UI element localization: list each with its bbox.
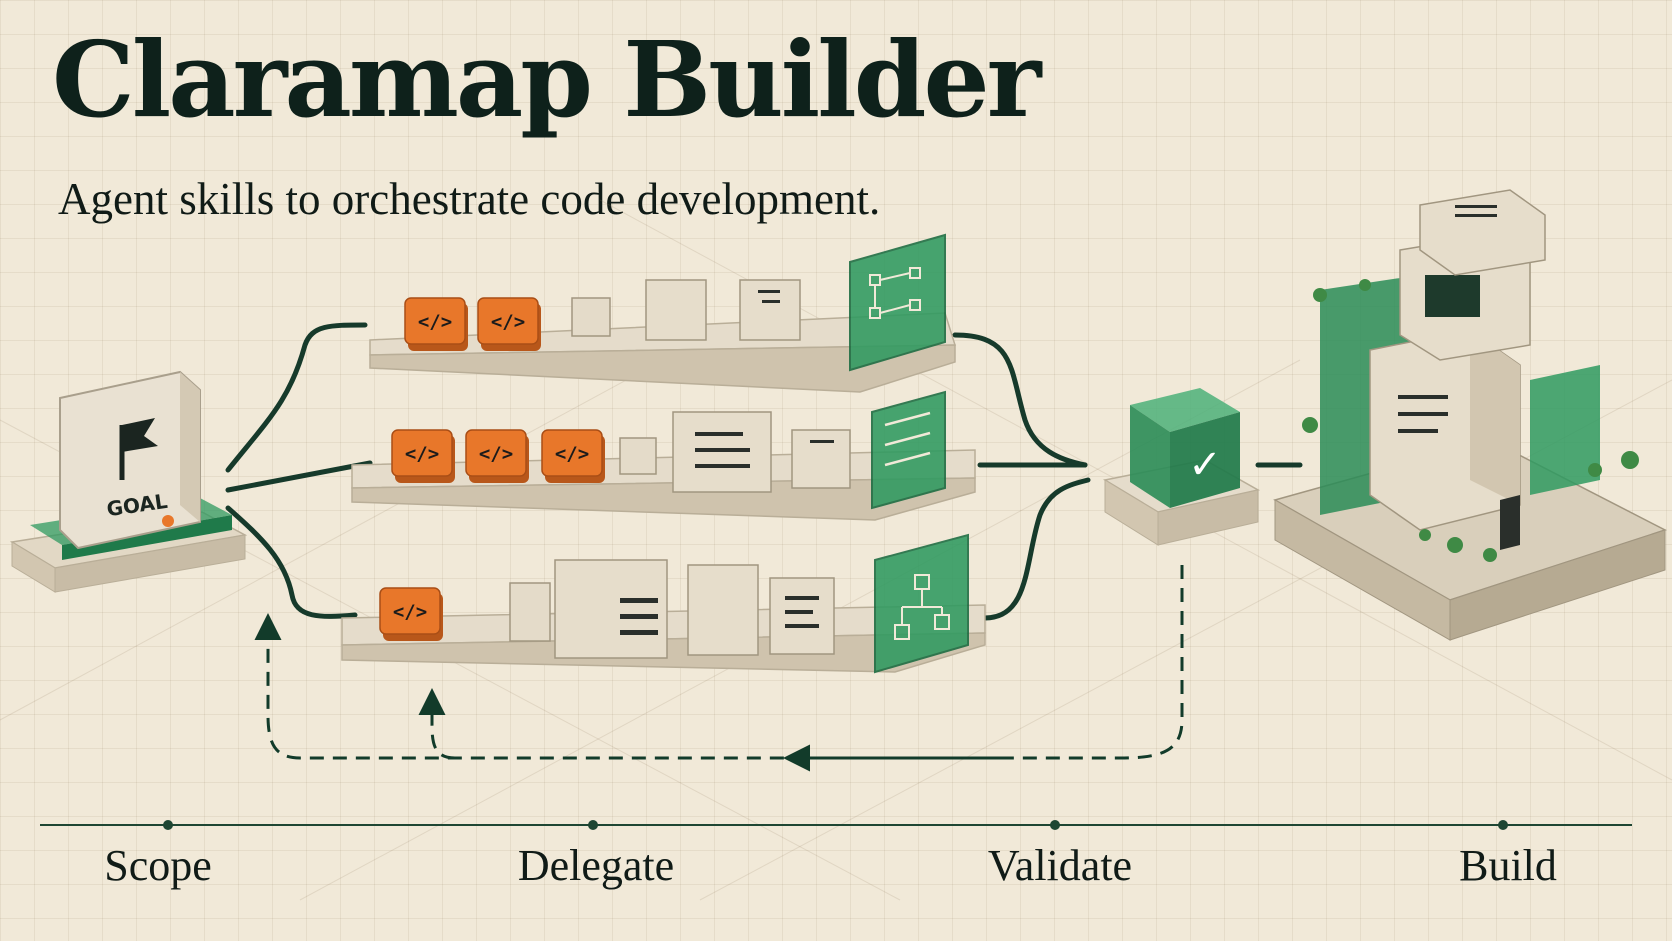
code-icon: </> (479, 443, 513, 465)
flag-icon (119, 418, 158, 480)
code-tile: </> (391, 429, 455, 483)
code-tile: </> (465, 429, 529, 483)
goal-indicator-icon (162, 515, 174, 527)
stage-label-delegate: Delegate (517, 841, 675, 890)
stage-marker-scope (163, 820, 173, 830)
validate-check-icon: ✓ (1188, 442, 1222, 488)
code-tile: </> (477, 297, 541, 351)
stage-label-validate: Validate (987, 841, 1133, 890)
stage-label-build: Build (1459, 841, 1557, 890)
stage-marker-build (1498, 820, 1508, 830)
code-tile: </> (379, 587, 443, 641)
stage-marker-delegate (588, 820, 598, 830)
connector-pipes (225, 322, 1303, 621)
stage-timeline (40, 820, 1632, 830)
feedback-loop (254, 565, 1184, 772)
pipeline-middle (619, 390, 946, 510)
code-tiles: </> </> </> </> </> </> (379, 297, 605, 641)
stage-marker-validate (1050, 820, 1060, 830)
page-subtitle: Agent skills to orchestrate code develop… (58, 174, 881, 224)
stage-label-scope: Scope (104, 841, 212, 890)
pipeline-bottom (509, 533, 969, 674)
code-tile: </> (404, 297, 468, 351)
goal-block (9, 370, 248, 593)
validate-cube (1102, 388, 1261, 546)
code-icon: </> (418, 311, 452, 333)
code-icon: </> (491, 311, 525, 333)
pipeline-top (571, 233, 946, 372)
building-illustration (1273, 189, 1667, 641)
code-icon: </> (555, 443, 589, 465)
page-title: Claramap Builder (52, 18, 1041, 141)
code-icon: </> (393, 601, 427, 623)
code-tile: </> (541, 429, 605, 483)
code-icon: </> (405, 443, 439, 465)
